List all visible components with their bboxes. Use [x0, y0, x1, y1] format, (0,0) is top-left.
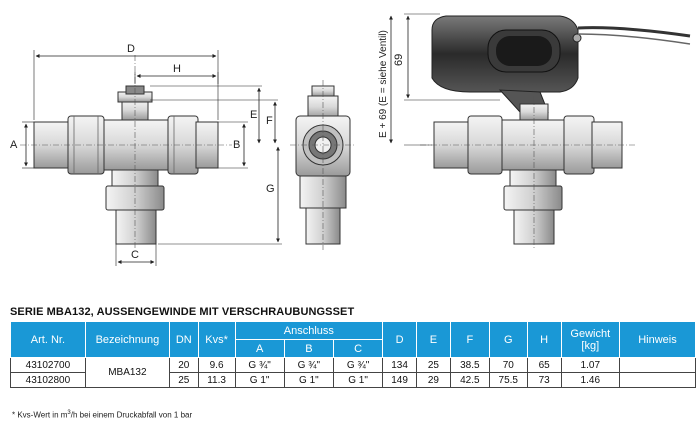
technical-drawing: D H A B E F G C — [10, 13, 691, 266]
col-h: H — [526, 321, 562, 358]
section-title: SERIE MBA132, AUSSENGEWINDE MIT VERSCHRA… — [10, 306, 355, 318]
dim-label-69: 69 — [393, 54, 405, 66]
table-row: 43102800 25 11.3 G 1" G 1" G 1" 149 29 4… — [10, 372, 696, 388]
cell-kvs: 11.3 — [197, 372, 236, 388]
cell-gewicht: 1.07 — [560, 357, 621, 373]
valve-front-view: D H A B E F G C — [10, 43, 282, 266]
cell-f: 42.5 — [449, 372, 490, 388]
dim-label-a: A — [10, 139, 18, 151]
cell-h: 65 — [526, 357, 562, 373]
dim-label-e: E — [250, 109, 257, 121]
col-kvs: Kvs* — [197, 321, 236, 358]
cell-kvs: 9.6 — [197, 357, 236, 373]
cell-dn: 20 — [168, 357, 199, 373]
spec-table: Art. Nr. Bezeichnung DN Kvs* Anschluss D… — [10, 321, 696, 388]
cell-e: 29 — [416, 372, 451, 388]
cell-bezeichnung: MBA132 — [84, 357, 170, 388]
dim-label-b: B — [233, 139, 240, 151]
col-anschluss: Anschluss — [234, 321, 384, 340]
table-subheader-row: A B C — [11, 339, 696, 358]
col-art-nr: Art. Nr. — [10, 321, 86, 358]
dim-label-g: G — [266, 183, 275, 195]
table-row: 43102700 MBA132 20 9.6 G ¾" G ¾" G ¾" 13… — [10, 357, 696, 388]
col-anschluss-a: A — [234, 339, 285, 358]
cell-art-nr: 43102800 — [10, 372, 86, 388]
cell-c: G 1" — [332, 372, 384, 388]
col-f: F — [449, 321, 490, 358]
drawing-svg: D H A B E F G C — [10, 13, 691, 266]
col-gewicht-line1: Gewicht — [570, 327, 611, 340]
cell-g: 70 — [488, 357, 528, 373]
cell-f: 38.5 — [449, 357, 490, 373]
col-bezeichnung: Bezeichnung — [84, 321, 170, 358]
cell-a: G 1" — [234, 372, 285, 388]
col-gewicht: Gewicht [kg] — [560, 321, 621, 358]
cell-h: 73 — [526, 372, 562, 388]
cell-b: G ¾" — [283, 357, 334, 373]
cell-dn: 25 — [168, 372, 199, 388]
dim-label-f: F — [266, 115, 273, 127]
footnote-sup: 3 — [67, 410, 71, 416]
col-dn: DN — [168, 321, 199, 358]
cell-b: G 1" — [283, 372, 334, 388]
cell-gewicht: 1.46 — [560, 372, 621, 388]
dim-label-d: D — [127, 43, 135, 55]
col-e: E — [416, 321, 451, 358]
dim-label-c: C — [131, 249, 139, 261]
footnote-prefix: * Kvs-Wert in m — [12, 410, 68, 420]
col-d: D — [382, 321, 418, 358]
cell-art-nr: 43102700 — [10, 357, 86, 373]
cell-a: G ¾" — [234, 357, 285, 373]
cell-d: 134 — [382, 357, 418, 373]
col-anschluss-b: B — [283, 339, 334, 358]
col-g: G — [488, 321, 528, 358]
cell-d: 149 — [382, 372, 418, 388]
dim-label-h: H — [173, 63, 181, 75]
col-hinweis: Hinweis — [619, 321, 696, 358]
footnote: * Kvs-Wert in m3/h bei einem Druckabfall… — [12, 410, 192, 420]
dim-label-e-plus-69: E + 69 (E = siehe Ventil) — [378, 30, 389, 138]
cell-g: 75.5 — [488, 372, 528, 388]
table-header-row: Art. Nr. Bezeichnung DN Kvs* Anschluss D… — [10, 321, 696, 358]
col-anschluss-c: C — [332, 339, 384, 358]
col-gewicht-line2: [kg] — [581, 339, 600, 352]
valve-with-actuator-view: 69 E + 69 (E = siehe Ventil) — [378, 13, 691, 250]
cell-hinweis — [619, 357, 696, 373]
valve-side-view — [290, 80, 356, 250]
cell-e: 25 — [416, 357, 451, 373]
cell-c: G ¾" — [332, 357, 384, 373]
footnote-suffix: /h bei einem Druckabfall von 1 bar — [70, 410, 193, 420]
cell-hinweis — [619, 372, 696, 388]
